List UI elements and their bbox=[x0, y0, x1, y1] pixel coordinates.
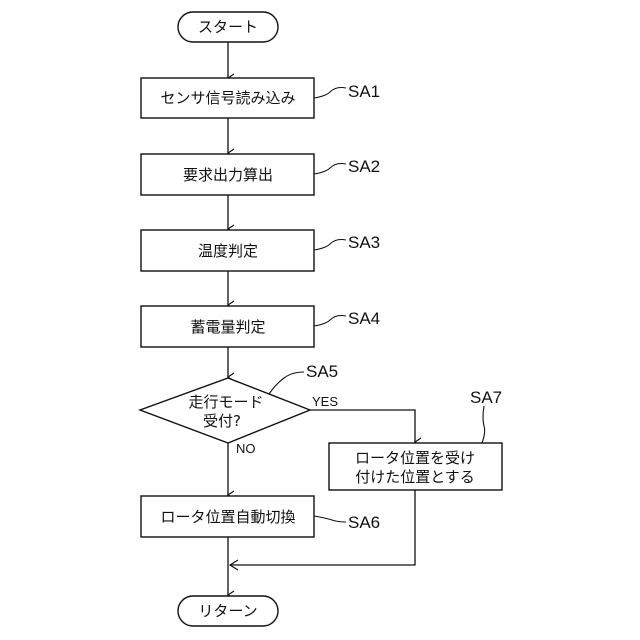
branch-no-label: NO bbox=[236, 441, 256, 456]
step-sa6-text: ロータ位置自動切換 bbox=[160, 508, 295, 526]
connector-sa5-sa7-yes bbox=[310, 410, 415, 442]
step-sa6: ロータ位置自動切換 SA6 bbox=[141, 496, 380, 537]
step-sa4: 蓄電量判定 SA4 bbox=[141, 306, 380, 347]
step-sa4-label: SA4 bbox=[348, 309, 380, 328]
end-text: リターン bbox=[198, 602, 257, 620]
step-sa7-line2: 付けた位置とする bbox=[355, 468, 475, 486]
step-sa7-label: SA7 bbox=[470, 388, 502, 407]
decision-sa5-line1: 走行モード bbox=[188, 393, 263, 411]
step-sa2-leader bbox=[314, 164, 346, 175]
step-sa6-leader bbox=[314, 516, 346, 522]
step-sa1-label: SA1 bbox=[348, 82, 380, 101]
step-sa6-label: SA6 bbox=[348, 513, 380, 532]
step-sa3: 温度判定 SA3 bbox=[141, 230, 380, 271]
step-sa7-line1: ロータ位置を受け bbox=[355, 449, 475, 467]
step-sa2: 要求出力算出 SA2 bbox=[141, 154, 380, 195]
step-sa1: センサ信号読み込み SA1 bbox=[141, 78, 380, 118]
step-sa3-text: 温度判定 bbox=[198, 242, 258, 260]
step-sa3-leader bbox=[314, 240, 346, 251]
decision-sa5: 走行モード 受付? SA5 bbox=[140, 362, 338, 443]
start-terminal: スタート bbox=[178, 12, 278, 42]
branch-yes-label: YES bbox=[312, 394, 338, 409]
step-sa1-text: センサ信号読み込み bbox=[160, 89, 295, 107]
step-sa7-leader bbox=[482, 406, 485, 443]
decision-sa5-leader bbox=[269, 372, 304, 394]
step-sa2-label: SA2 bbox=[348, 157, 380, 176]
step-sa1-leader bbox=[314, 88, 346, 99]
decision-sa5-line2: 受付? bbox=[203, 412, 241, 430]
step-sa4-text: 蓄電量判定 bbox=[190, 318, 265, 336]
end-terminal: リターン bbox=[178, 596, 278, 626]
decision-sa5-label: SA5 bbox=[306, 362, 338, 381]
step-sa2-text: 要求出力算出 bbox=[183, 166, 273, 184]
step-sa4-leader bbox=[314, 316, 346, 327]
start-text: スタート bbox=[198, 18, 258, 36]
step-sa3-label: SA3 bbox=[348, 233, 380, 252]
